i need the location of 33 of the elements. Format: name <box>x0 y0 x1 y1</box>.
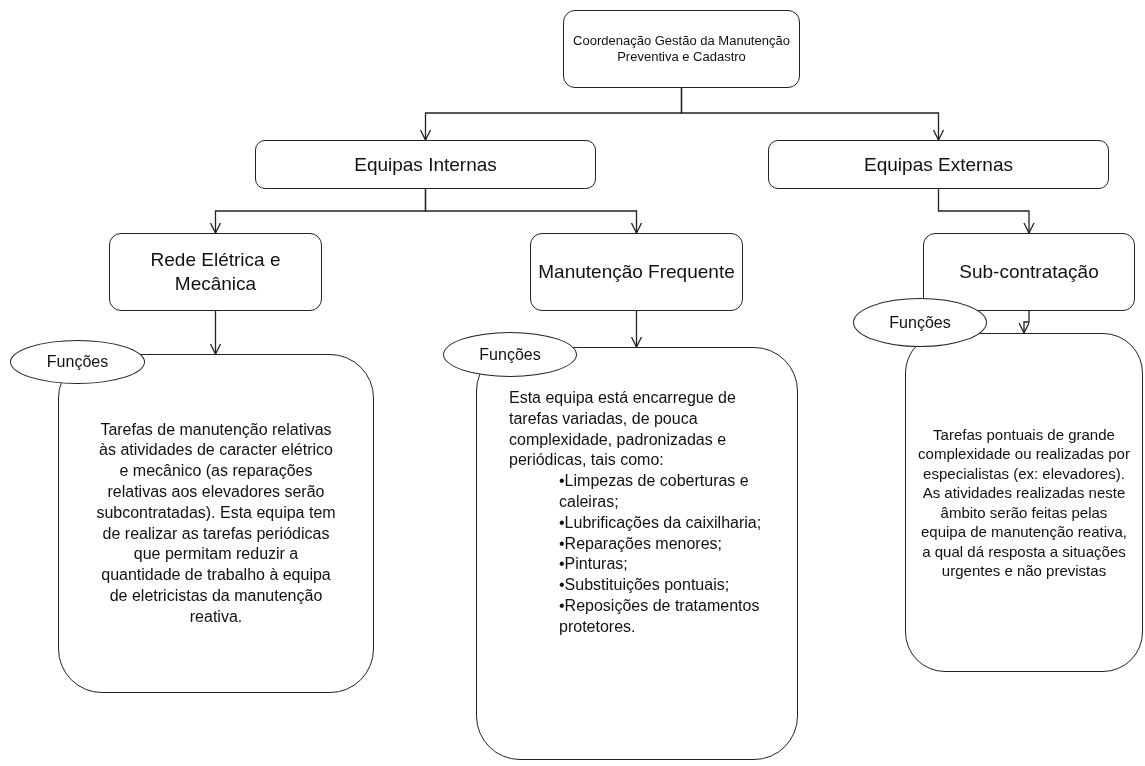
bullet-item: •Limpezas de coberturas e caleiras; <box>559 471 750 512</box>
bullet-item: •Pinturas; <box>559 554 629 575</box>
arrow <box>1018 310 1030 334</box>
description-text: Tarefas pontuais de grande complexidade ou realizadas por especialistas (ex: elevadores). <box>918 424 1130 483</box>
box-title: Equipas Externas <box>864 152 1013 177</box>
ellipse-text: Funções <box>479 344 541 365</box>
description-text: Esta equipa está encarregue de tarefas variadas, de pouca complexidade, padronizadas e periódicas, tais como: <box>509 388 737 471</box>
arrow <box>209 310 222 355</box>
description-box <box>905 333 1143 672</box>
bullet-item: •Reposições de tratamentos protetores. <box>559 595 761 637</box>
arrow <box>937 188 1035 234</box>
bullet-item: •Substituições pontuais; <box>559 575 731 596</box>
box-title: Sub-contratação <box>959 260 1099 284</box>
process-box <box>768 140 1109 189</box>
arrow <box>424 188 643 234</box>
box-title: Manutenção Frequente <box>538 260 735 284</box>
ellipse-text: Funções <box>889 312 951 333</box>
box-title: Coordenação Gestão da Manutenção Preventiva e Cadastro <box>572 32 791 66</box>
arrow <box>630 310 643 348</box>
description-box <box>476 347 798 760</box>
box-title: Rede Elétrica e Mecânica <box>149 248 282 296</box>
bullet-item: •Lubrificações da caixilharia; <box>559 512 763 533</box>
process-box <box>530 233 743 311</box>
ellipse-text: Funções <box>46 352 109 372</box>
process-box <box>563 10 800 88</box>
box-title: Equipas Internas <box>354 152 497 177</box>
description-text: Tarefas de manutenção relativas às atividades de caracter elétrico e mecânico (as reparações relativas aos elevadores serão subcontratadas). Esta equipa tem de realizar as tarefas periódicas que permitam reduzir a quantidade de trabalho à equipa de eletricistas da manutenção reativa. <box>95 419 337 627</box>
process-box <box>109 233 322 311</box>
bullet-item: •Reparações menores; <box>559 533 723 554</box>
description-text: As atividades realizadas neste âmbito serão feitas pelas equipa de manutenção reativa, a qual dá resposta a situações urgentes e não previstas <box>920 483 1128 581</box>
process-box <box>923 233 1135 311</box>
process-box <box>255 140 596 189</box>
arrow <box>680 87 945 141</box>
